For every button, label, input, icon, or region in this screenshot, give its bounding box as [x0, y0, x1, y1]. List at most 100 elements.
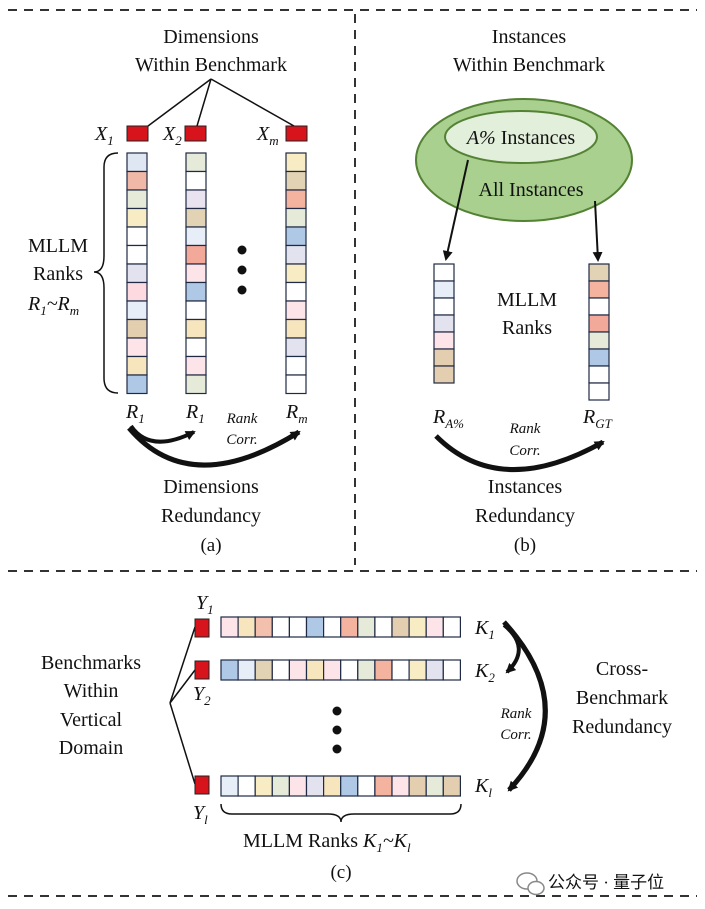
rank-cell — [408, 775, 427, 797]
rank-cell — [442, 775, 461, 797]
panel-b-title-line1: Instances — [492, 26, 567, 48]
center-label-line2: Ranks — [502, 317, 552, 339]
arrow-r1-to-r1 — [129, 424, 196, 444]
rank-cell — [126, 374, 148, 395]
rank-corr-line1: Rank — [500, 706, 532, 722]
rank-cell — [323, 659, 342, 681]
rank-label-r-gt: RGT — [582, 406, 613, 431]
rank-cell — [126, 355, 148, 376]
panel-a-bottom-line2: Redundancy — [161, 505, 261, 527]
side-label-range: R1~Rm — [27, 293, 79, 318]
arrow-r1-to-rm — [127, 426, 301, 468]
rank-cell — [588, 297, 610, 316]
rank-cell — [391, 659, 410, 681]
panel-c-caption: (c) — [330, 862, 351, 883]
rank-column-rm — [285, 152, 307, 395]
rank-label-rm: Rm — [285, 401, 308, 426]
benchmark-node-yl — [194, 775, 210, 795]
dimension-node-xm — [285, 125, 308, 142]
rank-cell — [433, 263, 455, 282]
rank-cell — [340, 659, 359, 681]
node-label-yl: Yl — [193, 802, 208, 827]
rank-cell — [357, 616, 376, 638]
subset-instances-label: A% Instances — [465, 127, 576, 149]
rank-label-k2: K2 — [474, 660, 495, 685]
rank-cell — [285, 318, 307, 339]
rank-cell — [126, 300, 148, 321]
right-label-line3: Redundancy — [572, 716, 672, 738]
rank-cell — [442, 659, 461, 681]
panel-b-caption: (b) — [514, 535, 536, 556]
rank-cell — [285, 152, 307, 173]
rank-cell — [126, 189, 148, 210]
rank-cell — [433, 314, 455, 333]
rank-cell — [185, 152, 207, 173]
rank-cell — [433, 331, 455, 350]
panel-a-title-line2: Within Benchmark — [135, 54, 287, 76]
rank-cell — [425, 616, 444, 638]
rank-cell — [285, 281, 307, 302]
rank-cell — [374, 659, 393, 681]
panel-c-connectors — [169, 626, 196, 785]
rank-cell — [357, 659, 376, 681]
dimension-node-x2 — [184, 125, 207, 142]
panel-b-bottom-line1: Instances — [488, 476, 563, 498]
connector-xm — [210, 78, 295, 127]
rank-cell — [285, 337, 307, 358]
connector-x2 — [196, 78, 212, 127]
rank-cell — [433, 348, 455, 367]
rank-label-r1-second: R1 — [185, 401, 205, 426]
rank-cell — [185, 263, 207, 284]
left-label-line3: Vertical — [60, 709, 123, 731]
wechat-icon — [516, 872, 545, 896]
panel-a-title-line1: Dimensions — [163, 26, 259, 48]
rank-cell — [323, 775, 342, 797]
rank-cell — [408, 616, 427, 638]
left-label-line1: Benchmarks — [41, 652, 141, 674]
panel-a: Dimensions Within Benchmark X1 X2 Xm MLL… — [27, 26, 308, 556]
rank-cell — [126, 207, 148, 228]
panel-b: Instances Within Benchmark A% Instances … — [415, 26, 633, 556]
rank-cell — [126, 170, 148, 191]
rank-cell — [185, 374, 207, 395]
rank-cell — [285, 226, 307, 247]
rank-cell — [433, 280, 455, 299]
rank-cell — [588, 331, 610, 350]
benchmark-node-y1 — [194, 618, 210, 638]
arrow-subset-to-ra — [442, 159, 469, 261]
rank-cell — [588, 280, 610, 299]
rank-cell — [588, 382, 610, 401]
rank-cell — [254, 616, 273, 638]
rank-cell — [374, 616, 393, 638]
rank-cell — [588, 348, 610, 367]
rank-cell — [126, 281, 148, 302]
node-label-x2: X2 — [162, 123, 182, 148]
node-label-y2: Y2 — [193, 683, 211, 708]
rank-cell — [126, 337, 148, 358]
left-label-line4: Domain — [59, 737, 123, 759]
rank-cell — [285, 170, 307, 191]
rank-column-r1-second — [185, 152, 207, 395]
center-label-line1: MLLM — [497, 289, 557, 311]
rank-column-r-gt — [588, 263, 610, 401]
rank-cell — [254, 659, 273, 681]
rank-cell — [588, 314, 610, 333]
bottom-ranks-label: MLLM Ranks K1~Kl — [243, 830, 411, 855]
rank-cell — [185, 189, 207, 210]
rank-cell — [425, 775, 444, 797]
rank-cell — [126, 226, 148, 247]
rank-cell — [391, 775, 410, 797]
rank-cell — [285, 244, 307, 265]
connector-y1 — [169, 626, 196, 704]
rank-cell — [305, 659, 325, 681]
arrow-all-to-rgt — [592, 200, 603, 262]
rank-cell — [285, 374, 307, 395]
rank-cell — [220, 616, 239, 638]
watermark-text: 公众号 · 量子位 — [548, 873, 664, 892]
dimension-node-x1 — [126, 125, 149, 142]
panel-c: Benchmarks Within Vertical Domain Y1 Y2 … — [41, 592, 672, 883]
watermark: 公众号 · 量子位 — [516, 872, 664, 896]
rank-row-k1 — [220, 616, 461, 638]
rank-label-r1: R1 — [125, 401, 145, 426]
side-label-line1: MLLM — [28, 235, 88, 257]
